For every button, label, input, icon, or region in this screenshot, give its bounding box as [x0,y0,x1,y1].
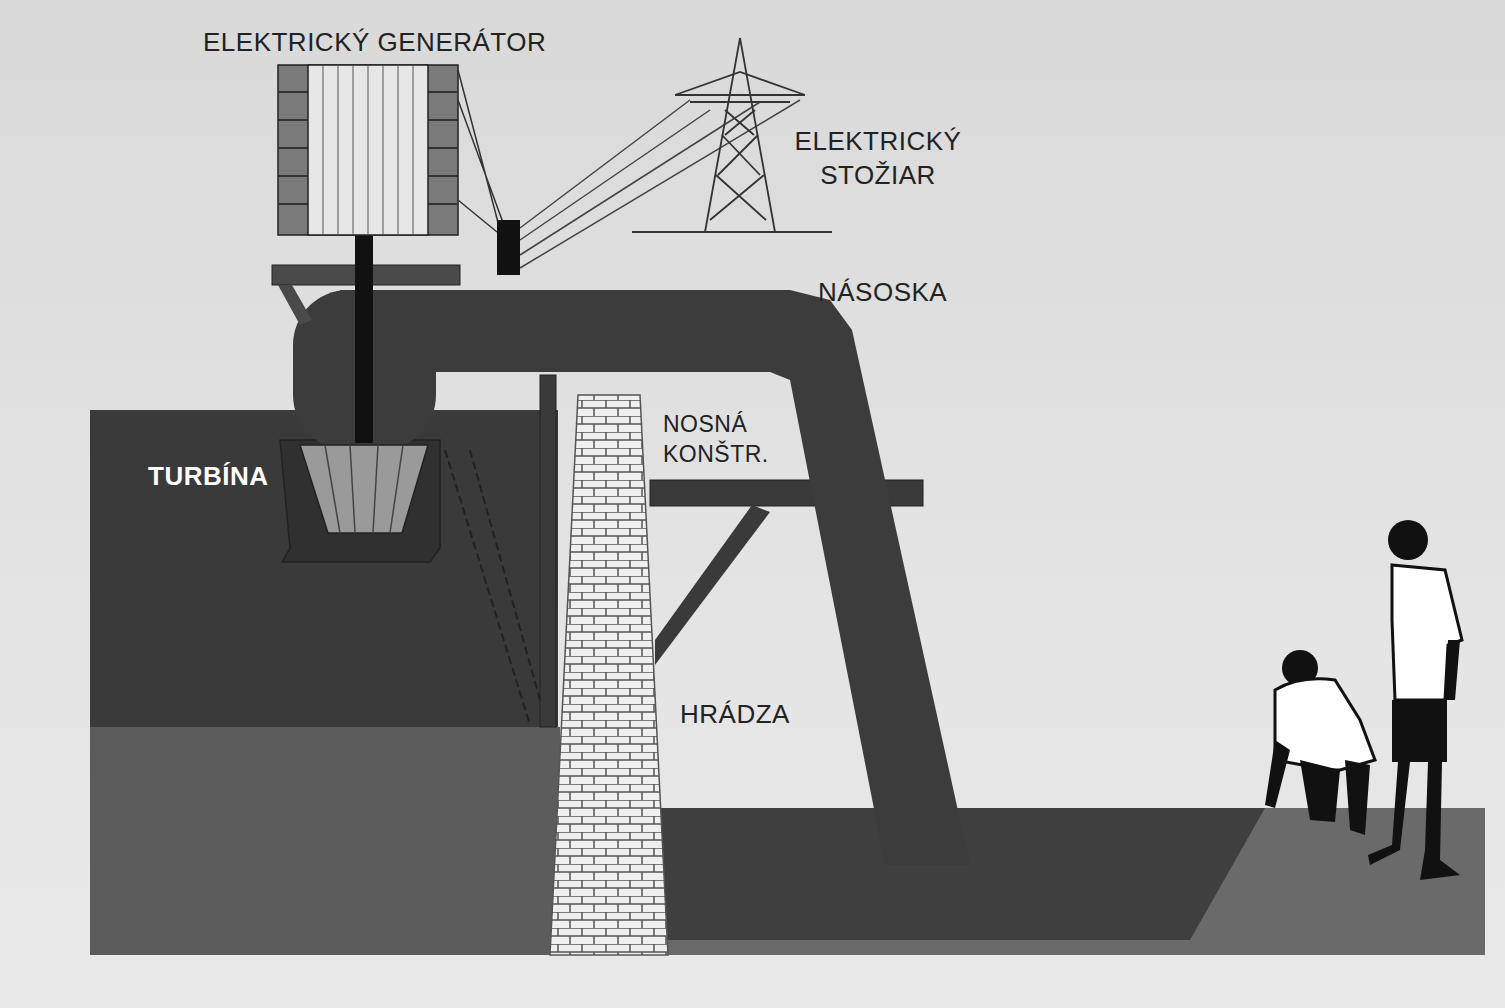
ground [90,727,560,955]
wire [520,100,800,268]
tower-label: ELEKTRICKÝ STOŽIAR [778,125,978,193]
turbine-blade [325,445,403,533]
turbine-housing [280,440,440,562]
ground [560,808,1485,955]
wire [458,70,505,232]
junction-box [497,220,520,275]
generator [278,65,458,235]
shaft [355,235,373,443]
dam-label: HRÁDZA [680,698,840,732]
person-crouching [1265,650,1375,835]
support-brace [655,505,770,665]
person-standing [1368,520,1462,880]
turbine-label: TURBÍNA [148,460,288,494]
siphon-label: NÁSOSKA [818,276,998,310]
generator-rotor [323,65,413,235]
support-strut [445,450,530,725]
support-label: NOSNÁ KONŠTR. [663,410,793,470]
dam [550,395,668,955]
upper-water [90,410,558,727]
support-post [540,375,556,727]
platform-brace [278,285,312,325]
generator-label: ELEKTRICKÝ GENERÁTOR [203,26,623,60]
lower-water [660,808,1265,940]
turbine [300,445,428,533]
support-strut [470,450,540,700]
generator-rotor [308,65,428,235]
